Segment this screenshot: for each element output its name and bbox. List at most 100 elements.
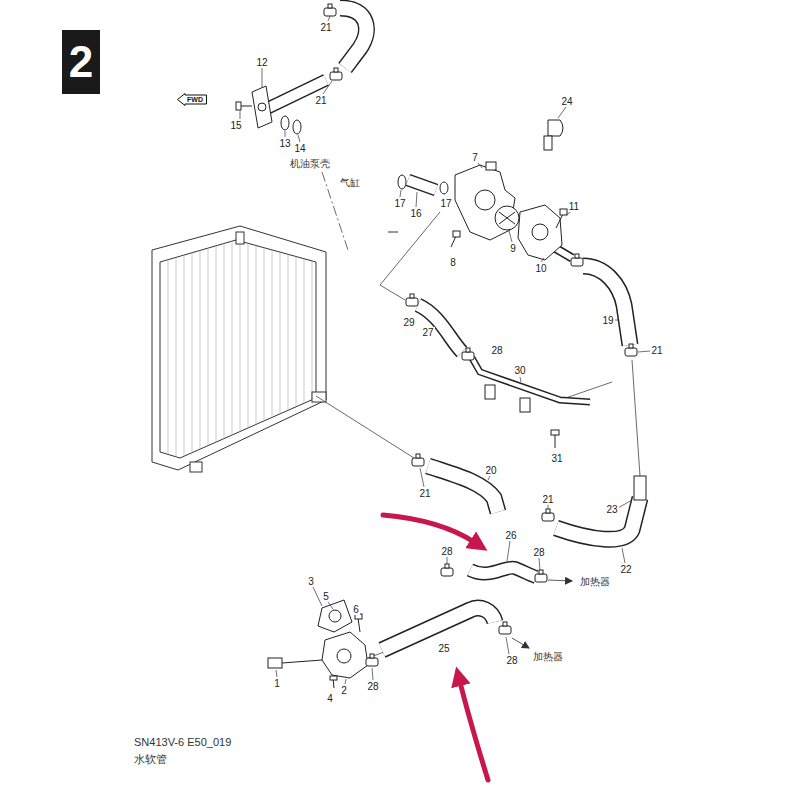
leader-line (488, 476, 490, 480)
drawing-caption: SN413V-6 E50_019 (133, 736, 232, 748)
direction-arrow: FWD (177, 93, 207, 106)
hose-clamp (412, 454, 424, 466)
engine-part (293, 120, 301, 134)
callout-number: 21 (541, 494, 554, 505)
direction-text: FWD (187, 96, 207, 103)
callout-number: 19 (601, 315, 614, 326)
hose (556, 498, 640, 539)
leader-line (285, 131, 286, 137)
engine-part (495, 206, 519, 230)
part-note: 气缸 (339, 177, 361, 188)
engine-part (548, 120, 563, 136)
hose (583, 266, 630, 345)
guide-line (632, 360, 640, 476)
leader-line (240, 111, 241, 119)
radiator (264, 230, 265, 470)
callout-number: 12 (255, 57, 268, 68)
callout-number: 10 (534, 263, 547, 274)
callout-number: 8 (449, 257, 457, 268)
leader-line (262, 68, 263, 88)
callout-number: 20 (484, 465, 497, 476)
engine-part (453, 231, 460, 237)
leader-line (614, 320, 618, 321)
callout-number: 21 (314, 95, 327, 106)
callout-number: 3 (307, 576, 315, 587)
hose (340, 8, 366, 68)
radiator (208, 230, 209, 470)
radiator (192, 230, 193, 470)
hose-clamp (542, 509, 554, 521)
section-badge: 2 (62, 30, 100, 94)
leader-line (477, 162, 482, 168)
callout-number: 14 (293, 143, 306, 154)
hose (268, 8, 640, 650)
hose-clamp (571, 254, 583, 266)
callout-number: 21 (650, 345, 663, 356)
radiator (280, 230, 281, 470)
leader-line (328, 602, 333, 609)
radiator (240, 230, 241, 470)
callout-number: 13 (278, 138, 291, 149)
radiator (176, 230, 177, 470)
engine-part (475, 190, 495, 210)
leader-line (638, 351, 650, 352)
radiator (312, 230, 313, 470)
hose (408, 180, 436, 190)
hose (408, 180, 436, 190)
radiator (288, 230, 289, 470)
engine-part (556, 214, 563, 228)
callout-number: 16 (409, 208, 422, 219)
hose-clamp (499, 622, 511, 634)
guide-line (316, 396, 414, 458)
engine-part (282, 660, 322, 663)
engine-part (398, 175, 406, 189)
engine-part (485, 385, 495, 399)
hose (470, 568, 536, 577)
section-number: 2 (69, 40, 93, 84)
leader-line (447, 557, 448, 564)
leader-line (416, 192, 417, 207)
callout-number: 15 (229, 120, 242, 131)
engine-part (281, 116, 289, 130)
highlight-arrow (460, 682, 488, 780)
flow-arrow (512, 638, 529, 648)
guide-line (388, 231, 398, 233)
engine-part (486, 162, 496, 170)
leader-line (313, 587, 322, 606)
radiator (152, 226, 326, 470)
callout-number: 11 (568, 201, 580, 212)
radiator (224, 230, 225, 470)
leader-line (548, 505, 549, 509)
engine-part (236, 102, 241, 110)
engine-part (518, 205, 562, 260)
leader-line (240, 16, 650, 684)
hose-clamp (366, 654, 378, 666)
engine-part (322, 632, 368, 678)
hose (472, 358, 590, 402)
engine-part (520, 398, 530, 412)
radiator (296, 230, 297, 470)
leader-line (276, 670, 277, 677)
callout-number: 22 (619, 564, 632, 575)
engine-part (451, 236, 456, 247)
engine-part (355, 614, 362, 619)
callout-number: 4 (326, 693, 334, 704)
leader-line (400, 190, 401, 197)
engine-part (555, 434, 556, 448)
radiator (236, 232, 244, 244)
callout-number: 7 (471, 152, 479, 163)
callout-number: 26 (504, 530, 517, 541)
radiator (248, 230, 249, 470)
callout-number: 21 (418, 488, 431, 499)
callout-number: 1 (273, 678, 281, 689)
leader-line (539, 558, 540, 570)
hose (418, 305, 462, 352)
hose-clamp (324, 4, 637, 666)
leader-line (558, 107, 566, 118)
part-note: 加热器 (532, 651, 564, 662)
hose (556, 498, 640, 539)
hose-clamp (625, 344, 637, 356)
arrow-outline (178, 93, 207, 105)
